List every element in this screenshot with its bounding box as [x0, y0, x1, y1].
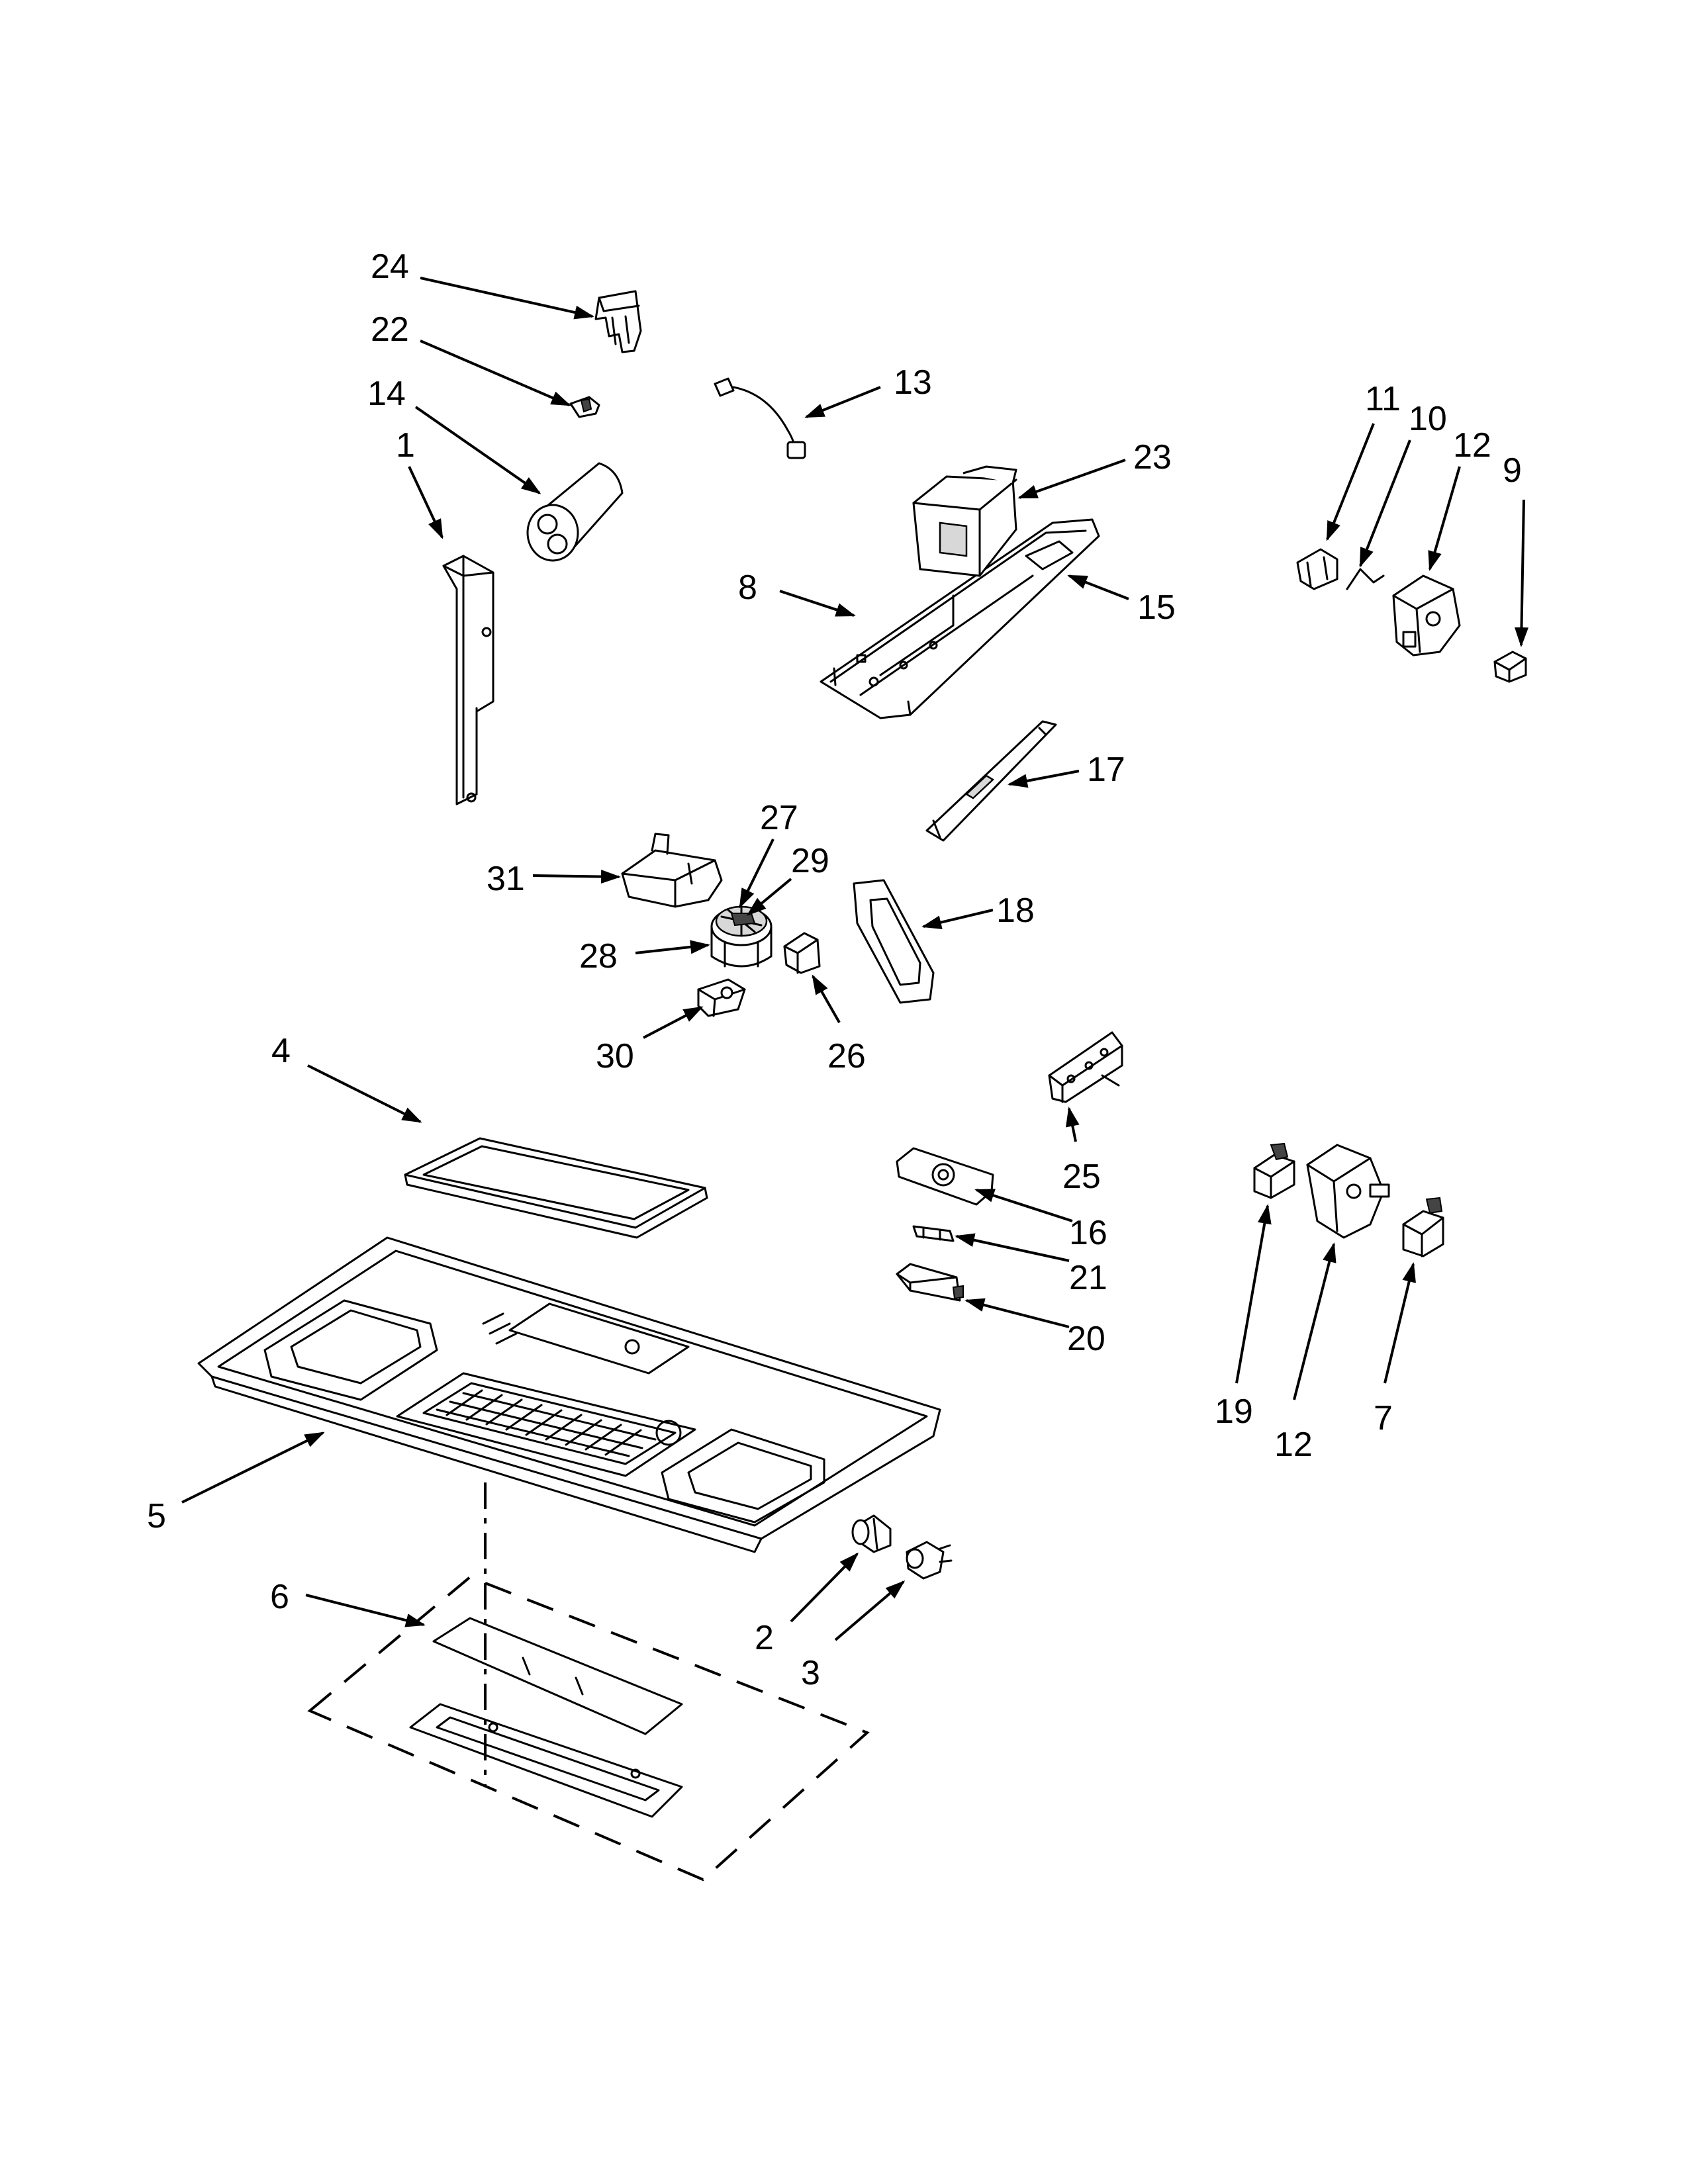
callout-12-top: 12 [1453, 426, 1491, 465]
part-10-lever [1346, 568, 1385, 590]
part-11-switch [1296, 548, 1338, 590]
part-23-transformer [912, 465, 1017, 577]
callout-5: 5 [147, 1497, 166, 1535]
callout-labels: 24 22 14 1 13 23 8 15 11 10 12 9 17 27 2… [147, 248, 1522, 1692]
callout-22: 22 [371, 310, 409, 349]
part-21-fuse [912, 1225, 955, 1242]
part-7-switch [1402, 1197, 1444, 1257]
callout-7: 7 [1374, 1399, 1393, 1437]
part-8-base-plate [820, 518, 1100, 719]
callout-26: 26 [827, 1037, 866, 1075]
callout-29: 29 [791, 842, 829, 880]
callout-9: 9 [1503, 451, 1522, 490]
callout-8: 8 [738, 569, 757, 607]
part-3-lamp-bulb [906, 1541, 953, 1580]
part-9-switch [1493, 651, 1527, 683]
part-19-switch [1253, 1142, 1295, 1199]
callout-25: 25 [1062, 1158, 1101, 1196]
callout-6: 6 [270, 1578, 289, 1616]
callout-23: 23 [1133, 438, 1172, 477]
callout-14: 14 [367, 375, 406, 413]
callout-27: 27 [760, 799, 798, 837]
callout-1: 1 [396, 426, 415, 465]
callout-13: 13 [894, 363, 932, 402]
part-17-rail [925, 720, 1057, 842]
part-4-glass-panel [404, 1137, 708, 1239]
part-30-motor-base [697, 978, 746, 1017]
part-22-diode [569, 396, 600, 418]
part-12-switch-holder [1392, 574, 1461, 657]
callout-30: 30 [596, 1037, 634, 1075]
callout-2: 2 [755, 1619, 774, 1657]
part-16-lamp-socket [896, 1147, 994, 1206]
callout-19: 19 [1215, 1392, 1253, 1431]
callout-12-bottom: 12 [1274, 1426, 1313, 1464]
callout-31: 31 [487, 860, 525, 898]
part-5-bottom-plate [197, 1236, 941, 1553]
callout-15: 15 [1137, 588, 1176, 627]
part-26-clip [783, 932, 821, 974]
callout-17: 17 [1087, 751, 1125, 789]
part-15-thermal-fuse [1025, 540, 1074, 570]
part-12-interlock-holder [1306, 1144, 1390, 1239]
leader-lines [181, 277, 1528, 1641]
callout-4: 4 [271, 1032, 291, 1070]
vent-grid [422, 1382, 677, 1465]
callout-24: 24 [371, 248, 409, 286]
callout-18: 18 [996, 891, 1035, 930]
part-18-frame [853, 879, 935, 1004]
callout-28: 28 [579, 937, 618, 976]
part-14-capacitor [526, 462, 624, 562]
part-1-support-bar [442, 555, 494, 805]
callout-11: 11 [1365, 380, 1401, 418]
callout-21: 21 [1069, 1259, 1107, 1297]
part-6-grease-filter [307, 1575, 870, 1882]
part-31-fan-housing [621, 833, 723, 908]
part-13-wire-sensor [714, 377, 806, 459]
callout-20: 20 [1067, 1320, 1105, 1358]
part-29-fan-blade [730, 913, 756, 927]
callout-16: 16 [1069, 1214, 1107, 1252]
part-20-fuse-holder [896, 1263, 964, 1302]
part-25-bracket [1048, 1031, 1123, 1103]
callout-10: 10 [1409, 400, 1447, 438]
part-2-lamp-socket [851, 1514, 892, 1553]
callout-3: 3 [801, 1654, 820, 1692]
part-24-bracket [594, 290, 642, 353]
